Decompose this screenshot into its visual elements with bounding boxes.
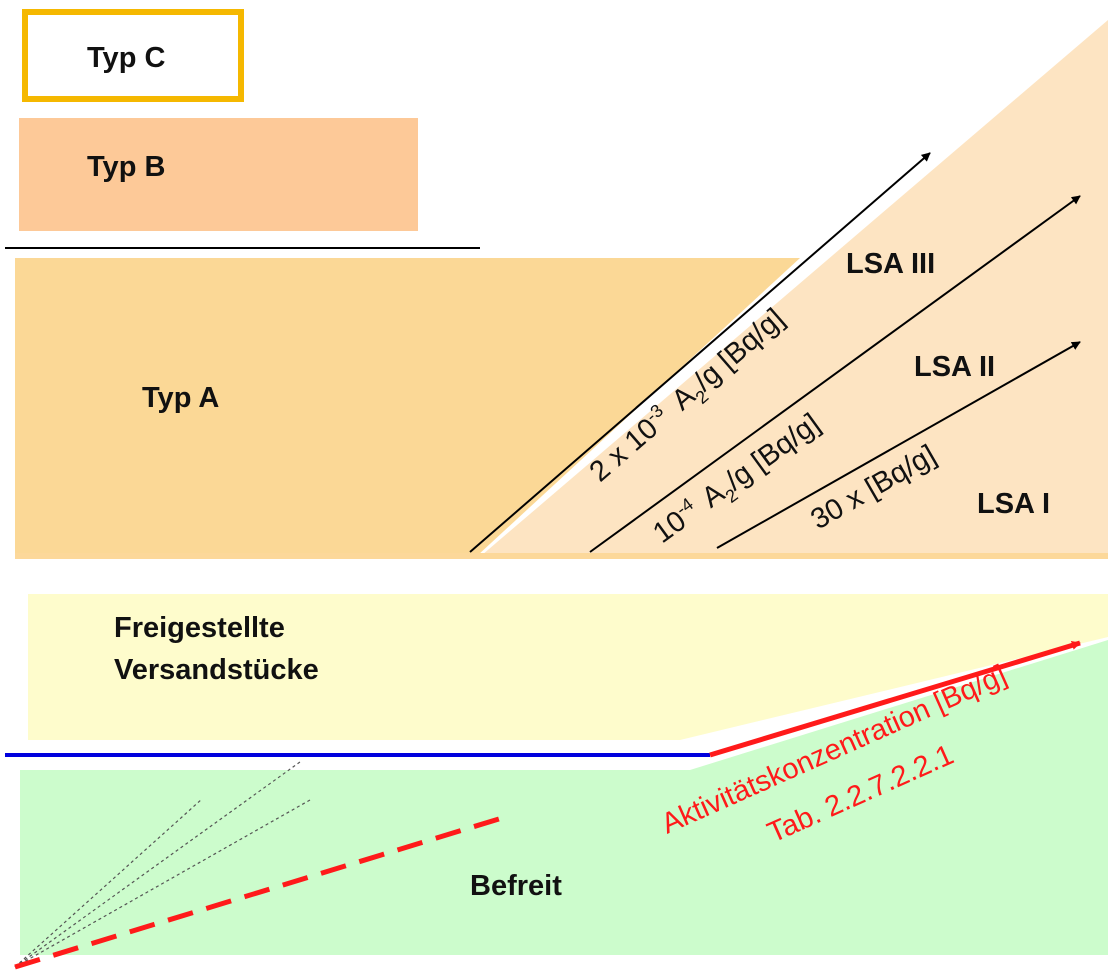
lsa-ii-label: LSA II <box>914 351 995 383</box>
lsa-ii-arrow <box>589 195 1081 553</box>
typ-b-label: Typ B <box>87 151 165 183</box>
freigestellte-region <box>28 594 1108 740</box>
lsa-bottom-edge <box>15 553 1108 559</box>
dotted-line-3 <box>14 799 311 968</box>
red-dashed-line <box>14 815 503 970</box>
befreit-label: Befreit <box>470 870 562 902</box>
typ-c-box <box>22 9 244 102</box>
befreit-region <box>20 640 1108 955</box>
typ-a-label: Typ A <box>142 382 219 414</box>
freigestellte-label-line1: Freigestellte <box>114 612 285 644</box>
exemption-arrow <box>709 640 1081 758</box>
lsa-i-arrow <box>716 341 1081 549</box>
typ-a-region <box>15 258 800 555</box>
typ-c-label: Typ C <box>87 42 165 74</box>
lsa-triangle-region <box>482 20 1108 555</box>
typ-b-box <box>19 118 418 231</box>
dotted-line-2 <box>14 761 301 968</box>
lsa-i-label: LSA I <box>977 488 1050 520</box>
lsa-iii-arrow <box>469 152 931 553</box>
lsa-iii-label: LSA III <box>846 248 935 280</box>
freigestellte-label-line2: Versandstücke <box>114 654 319 686</box>
